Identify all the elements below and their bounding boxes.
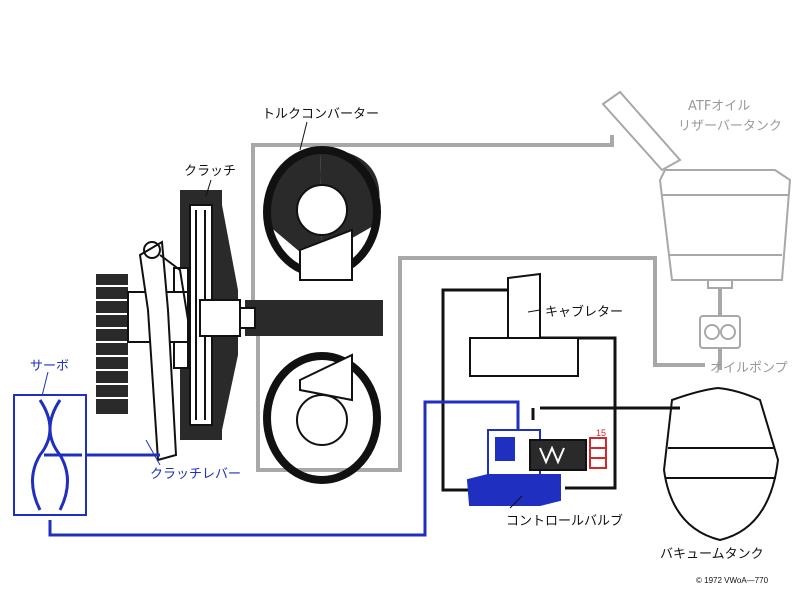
clutch-label: クラッチ bbox=[184, 164, 236, 179]
clutch-lever-arm bbox=[138, 240, 189, 462]
torque-converter-label: トルクコンバーター bbox=[262, 107, 379, 122]
clutch bbox=[173, 190, 241, 440]
servo bbox=[13, 394, 87, 516]
control-valve-label: コントロールバルブ bbox=[506, 513, 623, 529]
vacuum-tank bbox=[662, 386, 780, 542]
torque-converter bbox=[224, 146, 383, 484]
copyright-text: © 1972 VWoA—770 bbox=[696, 576, 769, 585]
oil-pump bbox=[699, 315, 741, 349]
clutch-lever-label: クラッチレバー bbox=[150, 467, 241, 482]
carburetor bbox=[469, 272, 579, 377]
servo-vacuum-lines bbox=[48, 400, 520, 537]
atf-tank-label-line1: ATFオイル bbox=[688, 99, 750, 114]
servo-label: サーボ bbox=[30, 359, 69, 374]
flywheel-gear bbox=[96, 274, 189, 414]
atf-reservoir-tank bbox=[601, 90, 792, 289]
leader-lines-blue bbox=[41, 371, 161, 466]
oil-pump-label: オイルポンプ bbox=[710, 361, 788, 376]
control-valve bbox=[466, 429, 607, 506]
valve-number-label: 15 bbox=[596, 428, 606, 438]
leader-lines bbox=[205, 121, 541, 509]
vacuum-tank-label: バキュームタンク bbox=[660, 547, 764, 562]
atf-tank-label-line2: リザーバータンク bbox=[678, 119, 782, 134]
carburetor-label: キャブレター bbox=[545, 304, 623, 320]
